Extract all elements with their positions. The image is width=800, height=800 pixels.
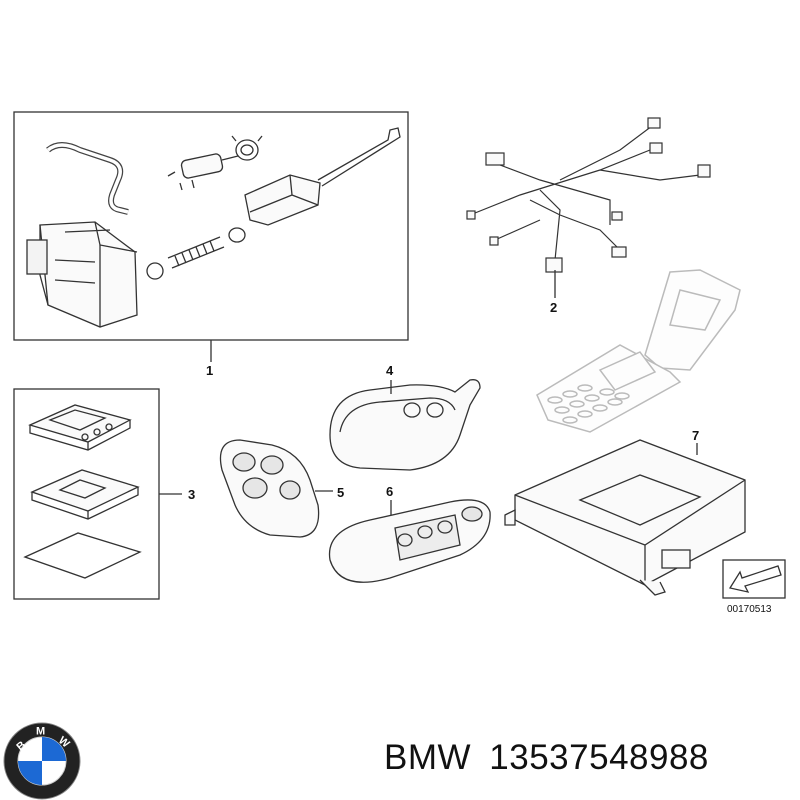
exhaust-hose-icon — [46, 142, 129, 215]
mobile-phone-icon — [536, 269, 741, 433]
callout-7: 7 — [692, 428, 699, 443]
hose-clamp-icon — [146, 262, 164, 280]
control-unit-7-icon — [504, 439, 746, 596]
callout-1: 1 — [206, 363, 213, 378]
heater-unit-icon — [26, 221, 138, 328]
remote-6-icon — [328, 499, 491, 583]
reference-box: 00170513 — [722, 559, 786, 615]
display-panel-icon — [28, 404, 132, 451]
pipe-clamp-icon — [231, 135, 263, 161]
callout-5: 5 — [337, 485, 344, 500]
flex-pipe-icon — [167, 236, 225, 269]
hose-clamp-icon — [228, 227, 246, 243]
remote-4-icon — [329, 379, 481, 471]
group-1-heater-kit — [13, 111, 409, 341]
leader-lines — [159, 270, 698, 515]
reference-number: 00170513 — [727, 604, 772, 615]
brand-name: BMW — [384, 738, 472, 777]
group-2-wiring-harness — [466, 117, 711, 273]
svg-text:M: M — [36, 726, 45, 738]
gasket-icon — [30, 469, 140, 520]
remote-5-icon — [219, 439, 320, 538]
group-3-display-parts — [13, 388, 160, 600]
film-icon — [23, 532, 142, 579]
part-caption: BMW 13537548988 — [384, 738, 709, 778]
muffler-icon — [244, 127, 401, 226]
callout-6: 6 — [386, 484, 393, 499]
callout-3: 3 — [188, 487, 195, 502]
fuel-pump-icon — [167, 153, 239, 191]
callout-2: 2 — [550, 300, 557, 315]
part-number: 13537548988 — [489, 738, 709, 777]
callout-4: 4 — [386, 363, 394, 378]
bmw-logo: B M W — [3, 722, 81, 800]
arrow-icon — [728, 565, 782, 593]
